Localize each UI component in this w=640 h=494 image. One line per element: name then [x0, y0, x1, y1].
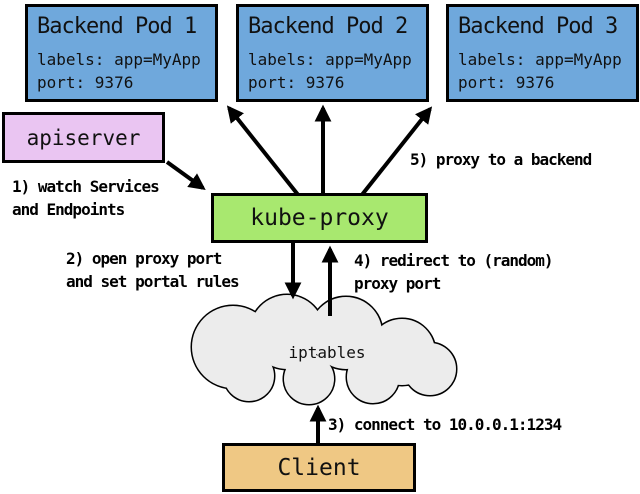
- arrow-step1-apiserver-to-kube-proxy: [165, 160, 206, 190]
- backend-pod-1-title: Backend Pod 1: [37, 14, 197, 39]
- annotation-step2-open-proxy-port: 2) open proxy port and set portal rules: [66, 249, 240, 291]
- arrow-step5-kube-proxy-to-pod-1: [226, 105, 301, 198]
- backend-pod-3-port: port: 9376: [458, 73, 555, 92]
- kube-proxy-box: kube-proxy: [211, 193, 428, 243]
- backend-pod-2-port: port: 9376: [248, 73, 345, 92]
- annotation-step3-connect: 3) connect to 10.0.0.1:1234: [328, 415, 562, 434]
- iptables-label: iptables: [288, 343, 366, 362]
- backend-pod-2-box: Backend Pod 2 labels: app=MyApp port: 93…: [236, 4, 429, 102]
- backend-pod-1-labels: labels: app=MyApp: [37, 50, 201, 69]
- annotation-step4-redirect: 4) redirect to (random) proxy port: [354, 251, 554, 293]
- apiserver-box: apiserver: [2, 112, 165, 163]
- backend-pod-2-title: Backend Pod 2: [248, 14, 408, 39]
- backend-pod-2-labels: labels: app=MyApp: [248, 50, 412, 69]
- backend-pod-1-box: Backend Pod 1 labels: app=MyApp port: 93…: [25, 4, 218, 102]
- backend-pod-3-labels: labels: app=MyApp: [458, 50, 622, 69]
- backend-pod-1-port: port: 9376: [37, 73, 134, 92]
- client-box: Client: [222, 443, 416, 492]
- kube-proxy-label: kube-proxy: [250, 205, 389, 231]
- backend-pod-3-title: Backend Pod 3: [458, 14, 618, 39]
- client-label: Client: [277, 454, 361, 481]
- apiserver-label: apiserver: [26, 125, 141, 150]
- backend-pod-3-box: Backend Pod 3 labels: app=MyApp port: 93…: [446, 4, 639, 102]
- annotation-step5-proxy-to-backend: 5) proxy to a backend: [410, 150, 592, 169]
- annotation-step1-watch-services: 1) watch Services and Endpoints: [12, 177, 160, 219]
